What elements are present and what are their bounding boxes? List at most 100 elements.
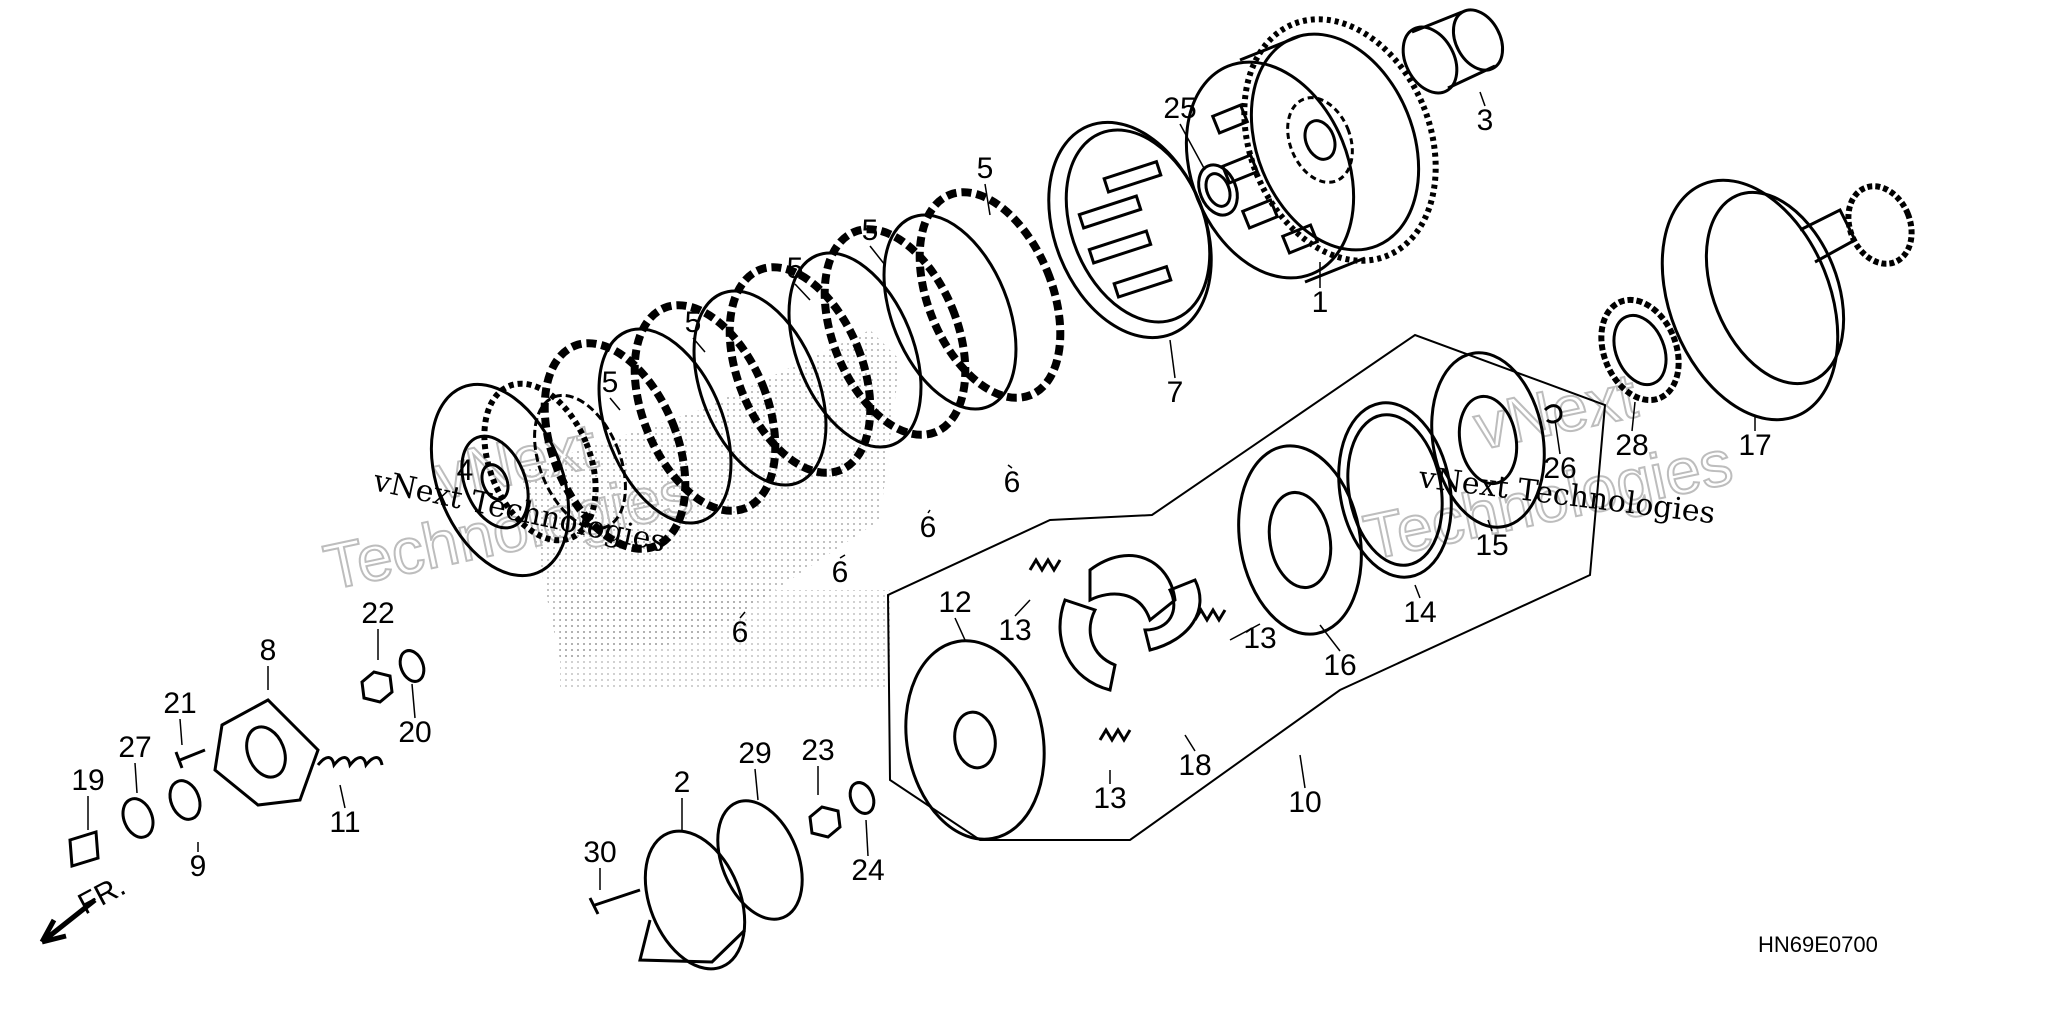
leader-line (609, 397, 621, 411)
leader-lines (87, 91, 1756, 890)
part-lifter-plate (213, 698, 320, 807)
part-bolt-21 (174, 748, 206, 769)
part-number-label: 13 (998, 614, 1031, 647)
leader-line (1007, 464, 1013, 469)
part-clutch-shoes-18 (1058, 554, 1202, 692)
part-number-label: 2 (674, 766, 691, 799)
leader-line (179, 718, 183, 746)
part-number-label: 22 (361, 597, 394, 630)
parts-drawing (39, 8, 1915, 971)
leader-line (339, 784, 346, 809)
front-arrow (39, 898, 97, 945)
part-number-label: 23 (801, 734, 834, 767)
part-number-label: 29 (738, 737, 771, 770)
part-number-label: 26 (1543, 452, 1576, 485)
leader-line (1169, 339, 1176, 379)
part-number-label: 17 (1738, 429, 1771, 462)
leader-line (739, 611, 746, 619)
part-number-label: 13 (1093, 782, 1126, 815)
part-number-label: 6 (920, 511, 937, 544)
leader-line (464, 485, 471, 501)
leader-line (1229, 623, 1261, 641)
part-number-label: 4 (457, 454, 474, 487)
leader-line (1184, 734, 1196, 752)
leader-line (1631, 401, 1636, 432)
part-plate-15 (1430, 351, 1546, 529)
part-number-label: 21 (163, 687, 196, 720)
part-number-label: 5 (977, 152, 994, 185)
leader-line (954, 617, 966, 641)
part-number-label: 13 (1243, 622, 1276, 655)
part-pin-19 (68, 830, 100, 868)
part-number-label: 6 (1004, 466, 1021, 499)
part-bearing-28 (1598, 296, 1682, 404)
leader-line (1554, 419, 1561, 455)
part-outer-clutch (1184, 16, 1439, 284)
part-number-label: 8 (260, 634, 277, 667)
part-nut-23 (808, 805, 842, 839)
part-spring-11 (316, 756, 384, 769)
part-number-label: 20 (398, 716, 431, 749)
part-washer-24 (848, 781, 876, 815)
part-drive-plate-12 (904, 639, 1046, 841)
part-washer-20 (398, 649, 426, 683)
part-number-label: 5 (685, 306, 702, 339)
assembly-outline-10 (886, 333, 1607, 841)
leader-line (984, 183, 991, 216)
part-spring-13b (1193, 607, 1227, 623)
leader-line (927, 509, 931, 514)
part-number-label: 12 (938, 586, 971, 619)
part-number-label: 11 (329, 806, 360, 839)
leader-line (1014, 599, 1031, 617)
leader-line (1479, 91, 1486, 107)
leader-line (865, 819, 869, 857)
part-number-label: 16 (1323, 649, 1356, 682)
part-number-label: 10 (1288, 786, 1321, 819)
part-gasket-29 (716, 799, 804, 921)
part-pressure-plate (1047, 120, 1213, 340)
part-number-label: 30 (583, 836, 616, 869)
leader-line (754, 768, 759, 801)
part-number-label: 24 (851, 854, 884, 887)
part-cover-2 (638, 829, 747, 971)
part-nut-22 (360, 670, 394, 704)
part-number-label: 19 (71, 764, 104, 797)
part-number-label: 28 (1615, 429, 1648, 462)
part-number-label: 27 (118, 731, 151, 764)
part-number-label: 5 (602, 366, 619, 399)
leader-line (869, 245, 886, 266)
part-bushing (1401, 8, 1505, 95)
part-number-label: 3 (1477, 104, 1494, 137)
part-clip-26 (1543, 404, 1563, 424)
part-number-label: 9 (190, 850, 207, 883)
leader-line (1487, 519, 1493, 532)
part-bolt-30 (588, 888, 641, 915)
part-washer-25 (1197, 163, 1239, 217)
part-bearing-27 (121, 797, 155, 839)
part-seal-9 (168, 779, 202, 821)
leader-line (1319, 624, 1341, 652)
part-spring-13a (1028, 557, 1062, 573)
part-plate-stack (533, 188, 1065, 553)
part-spring-13c (1098, 727, 1132, 743)
part-drum-17 (1660, 178, 1915, 422)
part-number-label: 1 (1312, 286, 1329, 319)
part-number-label: 15 (1475, 529, 1508, 562)
leader-line (839, 554, 846, 559)
leader-line (134, 762, 138, 794)
part-number-label: 7 (1167, 376, 1184, 409)
leader-line (1299, 754, 1306, 789)
part-number-label: 6 (732, 616, 749, 649)
leader-line (411, 683, 416, 719)
diagram-code: HN69E0700 (1758, 932, 1878, 957)
part-ring-14 (1337, 401, 1453, 579)
stipple-shading (520, 330, 900, 690)
part-number-label: 18 (1178, 749, 1211, 782)
leader-line (794, 283, 811, 301)
part-number-label: 5 (787, 252, 804, 285)
leader-line (692, 337, 706, 353)
part-number-label: 25 (1163, 92, 1196, 125)
part-number-label: 5 (862, 214, 879, 247)
